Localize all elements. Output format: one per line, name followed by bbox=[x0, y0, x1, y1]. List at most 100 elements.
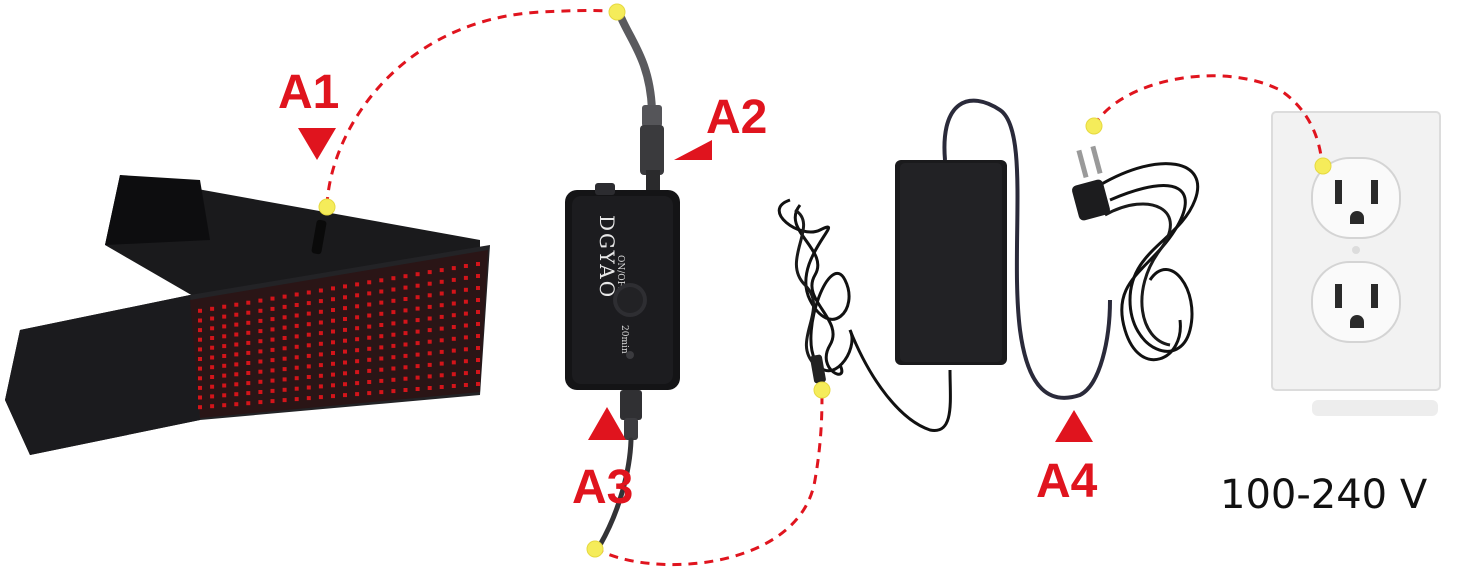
led-dot bbox=[318, 352, 323, 357]
led-dot bbox=[476, 370, 480, 374]
led-dot bbox=[294, 386, 299, 391]
led-dot bbox=[198, 366, 202, 371]
led-dot bbox=[258, 339, 263, 344]
led-dot bbox=[391, 276, 396, 281]
led-dot bbox=[198, 308, 202, 313]
led-dot bbox=[343, 327, 347, 332]
marker-a4: A4 bbox=[1036, 410, 1098, 508]
led-dot bbox=[258, 349, 263, 354]
led-dot bbox=[391, 343, 396, 348]
led-dot bbox=[379, 300, 384, 305]
led-dot bbox=[294, 313, 299, 318]
led-dot bbox=[331, 297, 335, 302]
led-dot bbox=[439, 268, 444, 273]
led-dot bbox=[222, 344, 227, 349]
led-dot bbox=[306, 353, 311, 358]
led-dot bbox=[306, 290, 311, 295]
led-dot bbox=[355, 370, 360, 375]
led-dot bbox=[427, 281, 432, 286]
led-dot bbox=[391, 332, 396, 337]
led-dot bbox=[331, 351, 335, 355]
led-dot bbox=[210, 326, 215, 331]
led-dot bbox=[476, 346, 480, 350]
led-dot bbox=[391, 310, 396, 315]
led-dot bbox=[331, 286, 335, 291]
led-dot bbox=[270, 378, 275, 383]
led-dot bbox=[210, 306, 215, 311]
led-dot bbox=[270, 296, 275, 301]
led-dot bbox=[246, 340, 251, 345]
led-dot bbox=[451, 336, 456, 341]
marker-a3-label: A3 bbox=[572, 461, 633, 514]
controller-brand: DGYAO bbox=[595, 215, 619, 299]
led-dot bbox=[403, 388, 408, 392]
marker-a3: A3 bbox=[572, 407, 633, 514]
led-dot bbox=[210, 404, 215, 409]
led-dot bbox=[222, 393, 227, 398]
led-dot bbox=[234, 402, 239, 407]
led-dot bbox=[294, 365, 299, 370]
led-dot bbox=[403, 297, 408, 301]
led-dot bbox=[476, 322, 480, 326]
connector-dot-belt bbox=[318, 198, 336, 216]
marker-a4-arrow bbox=[1055, 410, 1093, 442]
led-dot bbox=[463, 359, 468, 364]
led-dot bbox=[306, 311, 311, 316]
led-dot bbox=[403, 308, 408, 313]
led-dot bbox=[318, 288, 323, 293]
led-dot bbox=[343, 317, 347, 321]
connection-links bbox=[325, 9, 1324, 567]
led-dot bbox=[331, 308, 335, 312]
led-dot bbox=[270, 399, 275, 404]
wall-plug-icon bbox=[1072, 145, 1110, 221]
led-dot bbox=[270, 327, 275, 332]
led-dot bbox=[476, 262, 480, 266]
led-dot bbox=[222, 334, 227, 339]
led-dot bbox=[367, 357, 372, 362]
led-dot bbox=[343, 371, 347, 376]
led-dot bbox=[270, 337, 275, 342]
led-dot bbox=[318, 309, 323, 314]
led-dot bbox=[463, 311, 468, 316]
led-dot bbox=[294, 323, 299, 328]
led-dot bbox=[343, 284, 347, 289]
led-dot bbox=[331, 329, 335, 334]
led-dot bbox=[439, 349, 444, 354]
led-dot bbox=[403, 376, 408, 381]
marker-a1: A1 bbox=[278, 66, 339, 160]
connector-dot-outlet bbox=[1314, 157, 1332, 175]
led-dot bbox=[306, 364, 311, 369]
led-dot bbox=[282, 398, 287, 403]
led-dot bbox=[210, 365, 215, 370]
led-dot bbox=[463, 347, 468, 352]
led-dot bbox=[234, 302, 239, 307]
led-dot bbox=[379, 356, 384, 361]
led-dot bbox=[355, 304, 360, 309]
led-dot bbox=[258, 369, 263, 374]
led-dot bbox=[198, 405, 202, 410]
led-dot bbox=[294, 303, 299, 307]
led-dot bbox=[451, 301, 456, 306]
led-dot bbox=[198, 395, 202, 400]
marker-a2-label: A2 bbox=[706, 91, 767, 144]
led-dot bbox=[451, 289, 456, 294]
led-dot bbox=[294, 397, 299, 402]
led-dot bbox=[451, 277, 456, 282]
led-dot bbox=[270, 317, 275, 322]
led-dot bbox=[343, 295, 347, 300]
led-dot bbox=[246, 391, 251, 396]
led-dot bbox=[379, 289, 384, 294]
power-adapter-icon bbox=[777, 98, 1200, 432]
led-dot bbox=[427, 328, 432, 333]
led-dot bbox=[427, 316, 432, 321]
led-dot bbox=[222, 363, 227, 368]
led-dot bbox=[379, 323, 384, 327]
led-dot bbox=[246, 381, 251, 386]
led-dot bbox=[427, 362, 432, 367]
led-dot bbox=[198, 385, 202, 390]
led-dot bbox=[270, 358, 275, 363]
led-dot bbox=[306, 396, 311, 401]
led-dot bbox=[198, 376, 202, 381]
led-dot bbox=[246, 350, 251, 355]
led-dot bbox=[270, 347, 275, 352]
